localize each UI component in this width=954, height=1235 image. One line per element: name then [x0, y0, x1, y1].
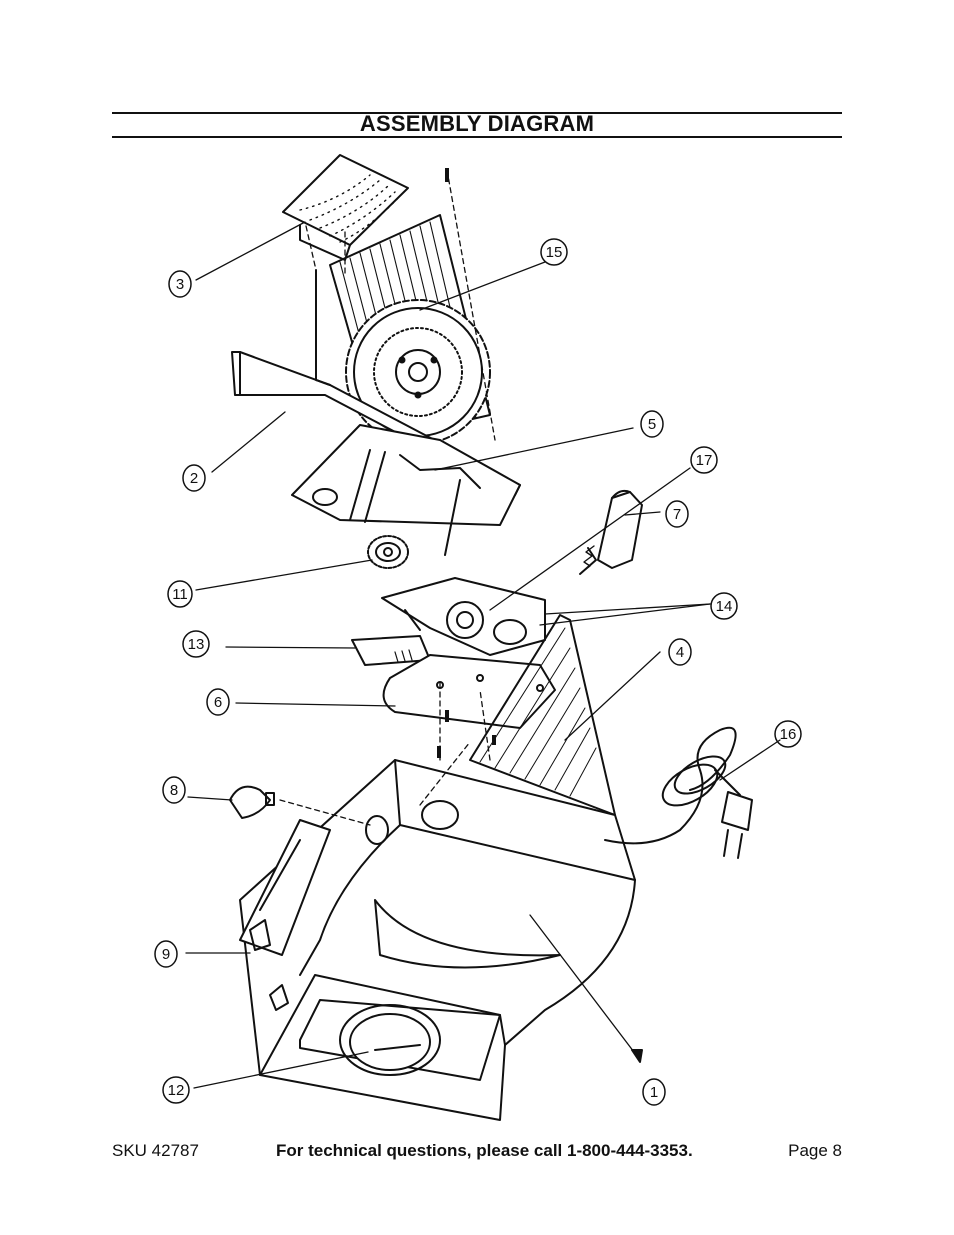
svg-text:4: 4	[676, 644, 684, 661]
base-plate	[382, 654, 556, 729]
callout-7: 7	[665, 500, 689, 528]
switch-housing	[579, 489, 643, 575]
svg-text:9: 9	[162, 946, 170, 963]
callout-17: 17	[690, 446, 718, 474]
footer-page-number: Page 8	[788, 1141, 842, 1160]
svg-text:5: 5	[648, 416, 656, 433]
svg-text:1: 1	[650, 1084, 658, 1101]
svg-text:8: 8	[170, 782, 178, 799]
svg-text:16: 16	[780, 726, 797, 743]
screw-heads	[437, 168, 496, 758]
callout-9: 9	[154, 940, 178, 968]
callout-8: 8	[162, 776, 186, 804]
drive-gear	[367, 535, 409, 569]
side-mount-bracket	[239, 819, 331, 956]
callout-14: 14	[710, 592, 738, 620]
callout-15: 15	[540, 238, 568, 266]
footer-support-phone: For technical questions, please call 1-8…	[276, 1141, 693, 1160]
leader-arrow	[631, 1049, 643, 1063]
svg-text:6: 6	[214, 694, 222, 711]
leader-lines	[185, 221, 781, 1089]
callout-13: 13	[182, 630, 210, 658]
power-cord	[604, 726, 753, 859]
callout-12: 12	[162, 1076, 190, 1104]
thickness-dial	[349, 1013, 431, 1071]
callout-11: 11	[167, 580, 193, 608]
svg-text:14: 14	[716, 598, 733, 615]
svg-text:15: 15	[546, 244, 563, 261]
svg-text:2: 2	[190, 470, 198, 487]
svg-text:17: 17	[696, 452, 713, 469]
callout-16: 16	[774, 720, 802, 748]
svg-text:12: 12	[168, 1082, 185, 1099]
callout-2: 2	[182, 464, 206, 492]
main-housing	[239, 759, 636, 1121]
carriage-frame	[291, 424, 521, 556]
svg-text:13: 13	[188, 636, 205, 653]
footer-sku: SKU 42787	[112, 1141, 199, 1160]
title-rule-top	[112, 112, 842, 114]
svg-text:7: 7	[673, 506, 681, 523]
callout-5: 5	[640, 410, 664, 438]
callout-3: 3	[168, 270, 192, 298]
svg-text:3: 3	[176, 276, 184, 293]
food-pusher-plate	[282, 154, 409, 261]
callout-4: 4	[668, 638, 692, 666]
title-rule-bottom	[112, 136, 842, 138]
svg-text:11: 11	[172, 586, 188, 603]
callout-6: 6	[206, 688, 230, 716]
slicer-blade	[345, 299, 491, 445]
page-title: ASSEMBLY DIAGRAM	[359, 111, 595, 136]
adjustment-knob	[229, 785, 275, 819]
callout-1: 1	[642, 1078, 666, 1106]
